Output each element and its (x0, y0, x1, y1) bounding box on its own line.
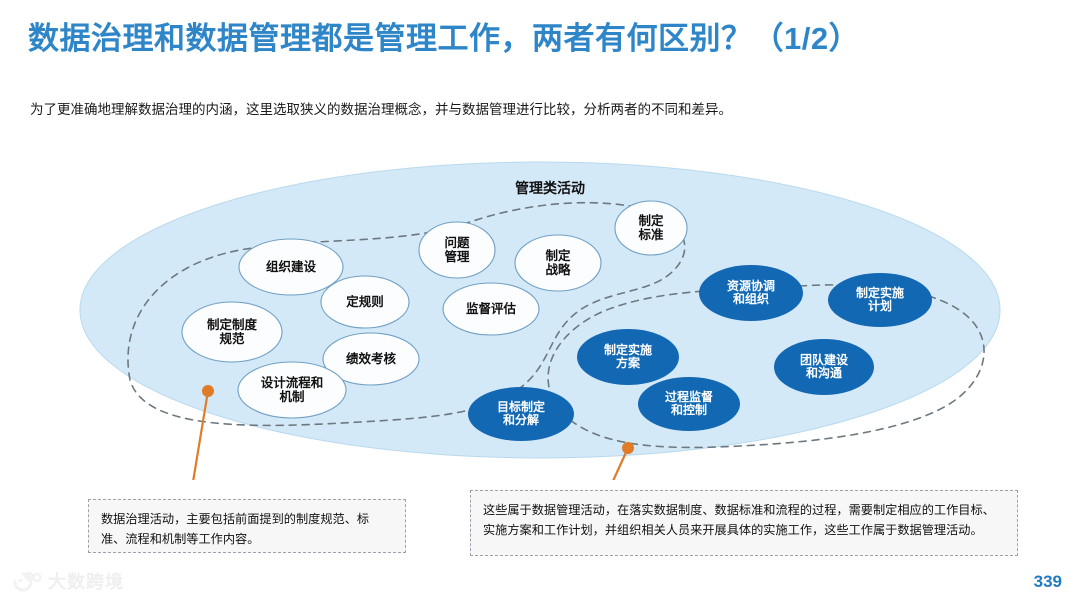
management-node-4[interactable]: 过程监督 和控制 (664, 389, 713, 417)
management-node-shapes (468, 265, 932, 441)
management-callout: 这些属于数据管理活动，在落实数据制度、数据标准和流程的过程，需要制定相应的工作目… (470, 490, 1018, 556)
governance-callout: 数据治理活动，主要包括前面提到的制度规范、标准、流程和机制等工作内容。 (88, 499, 406, 553)
governance-node-0[interactable]: 组织建设 (265, 260, 316, 274)
brand-logo: 大数跨境 (12, 568, 124, 596)
management-node-2[interactable]: 制定实施 方案 (603, 342, 652, 370)
callout-connectors (192, 385, 634, 480)
governance-connector-dot (202, 385, 214, 397)
management-node-3[interactable]: 团队建设 和沟通 (799, 352, 848, 380)
management-node-5[interactable]: 目标制定 和分解 (496, 399, 545, 427)
governance-node-1[interactable]: 问题 管理 (444, 236, 470, 264)
governance-node-4[interactable]: 定规则 (346, 295, 384, 309)
brand-mark-icon (12, 571, 42, 593)
page-title: 数据治理和数据管理都是管理工作，两者有何区别？（1/2） (28, 21, 861, 56)
governance-node-8[interactable]: 设计流程和 机制 (260, 376, 324, 404)
page-subtitle: 为了更准确地理解数据治理的内涵，这里选取狭义的数据治理概念，并与数据管理进行比较… (30, 102, 732, 117)
management-node-1[interactable]: 制定实施 计划 (855, 285, 904, 313)
governance-node-2[interactable]: 制定 战略 (545, 249, 571, 277)
data-management-region-outline (547, 284, 985, 449)
diagram-group-title: 管理类活动 (515, 180, 585, 196)
governance-node-shapes (181, 200, 688, 419)
management-activities-diagram (79, 161, 1001, 480)
brand-logo-text: 大数跨境 (48, 572, 124, 592)
governance-node-5[interactable]: 监督评估 (465, 302, 516, 316)
governance-node-3[interactable]: 制定 标准 (638, 214, 664, 242)
governance-node-7[interactable]: 绩效考核 (345, 352, 396, 366)
page-number: 339 (1033, 572, 1062, 591)
management-connector-dot (622, 442, 634, 454)
governance-node-6[interactable]: 制定制度 规范 (206, 318, 257, 346)
management-node-0[interactable]: 资源协调 和组织 (726, 278, 775, 306)
